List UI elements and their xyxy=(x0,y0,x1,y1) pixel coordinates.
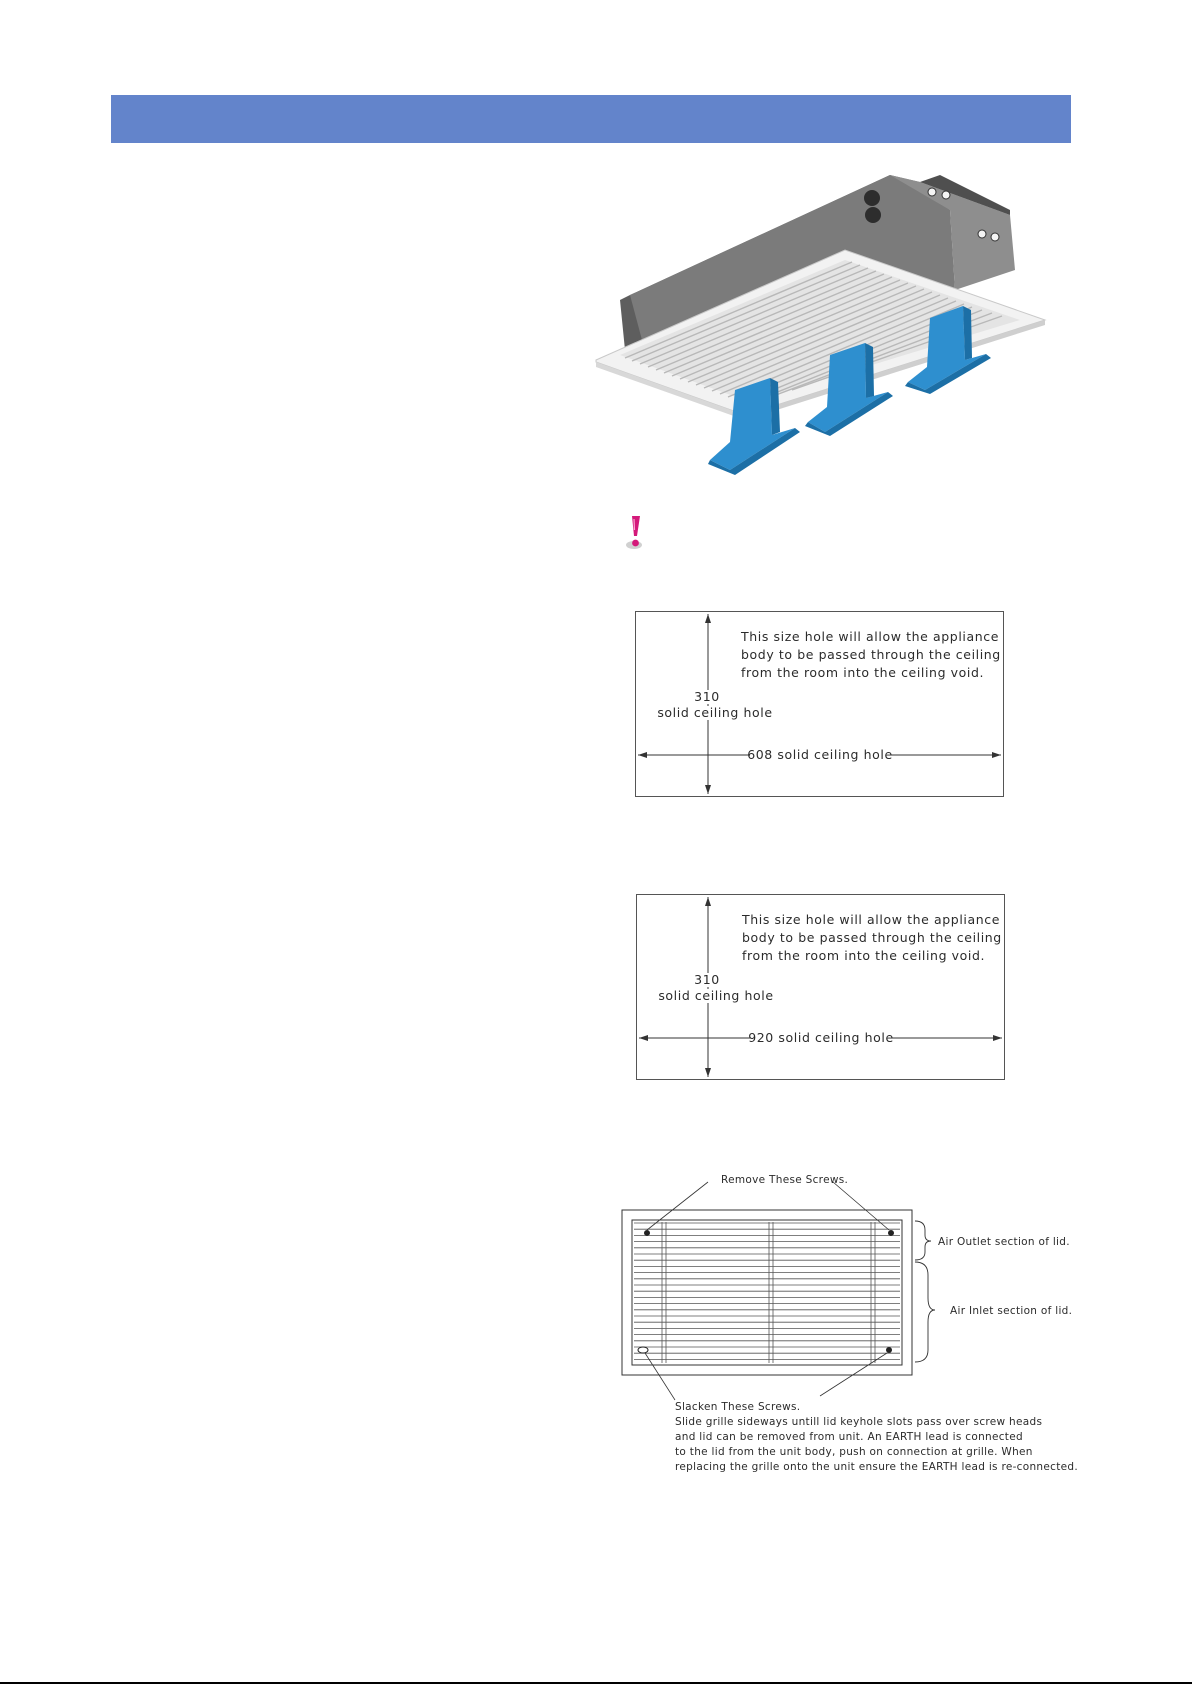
ceiling-hole-diagram-608: This size hole will allow the appliance … xyxy=(635,611,1005,797)
air-outlet-label: Air Outlet section of lid. xyxy=(938,1236,1070,1248)
height-value: 310 xyxy=(694,972,720,987)
warning-icon xyxy=(618,512,654,552)
instruction-line: and lid can be removed from unit. An EAR… xyxy=(675,1431,1023,1443)
airflow-arrow-icon xyxy=(805,343,893,436)
hole-note-line: from the room into the ceiling void. xyxy=(742,948,985,963)
height-label: solid ceiling hole xyxy=(658,988,773,1003)
air-inlet-label: Air Inlet section of lid. xyxy=(950,1305,1072,1317)
hole-note-line: This size hole will allow the appliance xyxy=(741,912,1000,927)
airflow-arrow-icon xyxy=(905,306,991,394)
hole-note-line: body to be passed through the ceiling xyxy=(742,930,1002,945)
hole-note-line: This size hole will allow the appliance xyxy=(740,629,999,644)
width-label: 608 solid ceiling hole xyxy=(747,747,893,762)
height-label: solid ceiling hole xyxy=(657,705,772,720)
hole-note-line: body to be passed through the ceiling xyxy=(741,647,1001,662)
product-image xyxy=(590,170,1060,480)
instruction-line: to the lid from the unit body, push on c… xyxy=(675,1446,1033,1458)
instruction-line: Slide grille sideways untill lid keyhole… xyxy=(675,1416,1042,1428)
instruction-line: replacing the grille onto the unit ensur… xyxy=(675,1461,1078,1473)
width-label: 920 solid ceiling hole xyxy=(748,1030,894,1045)
ceiling-hole-diagram-920: This size hole will allow the appliance … xyxy=(636,894,1006,1080)
slacken-screws-label: Slacken These Screws. xyxy=(675,1401,800,1413)
airflow-arrow-icon xyxy=(708,378,800,475)
remove-screws-label: Remove These Screws. xyxy=(721,1174,848,1186)
height-value: 310 xyxy=(694,689,720,704)
section-header-bar xyxy=(111,95,1071,143)
grille-removal-diagram: Remove These Screws. Air Outlet section … xyxy=(615,1170,1078,1475)
hole-note-line: from the room into the ceiling void. xyxy=(741,665,984,680)
footer-rule xyxy=(0,1682,1192,1684)
